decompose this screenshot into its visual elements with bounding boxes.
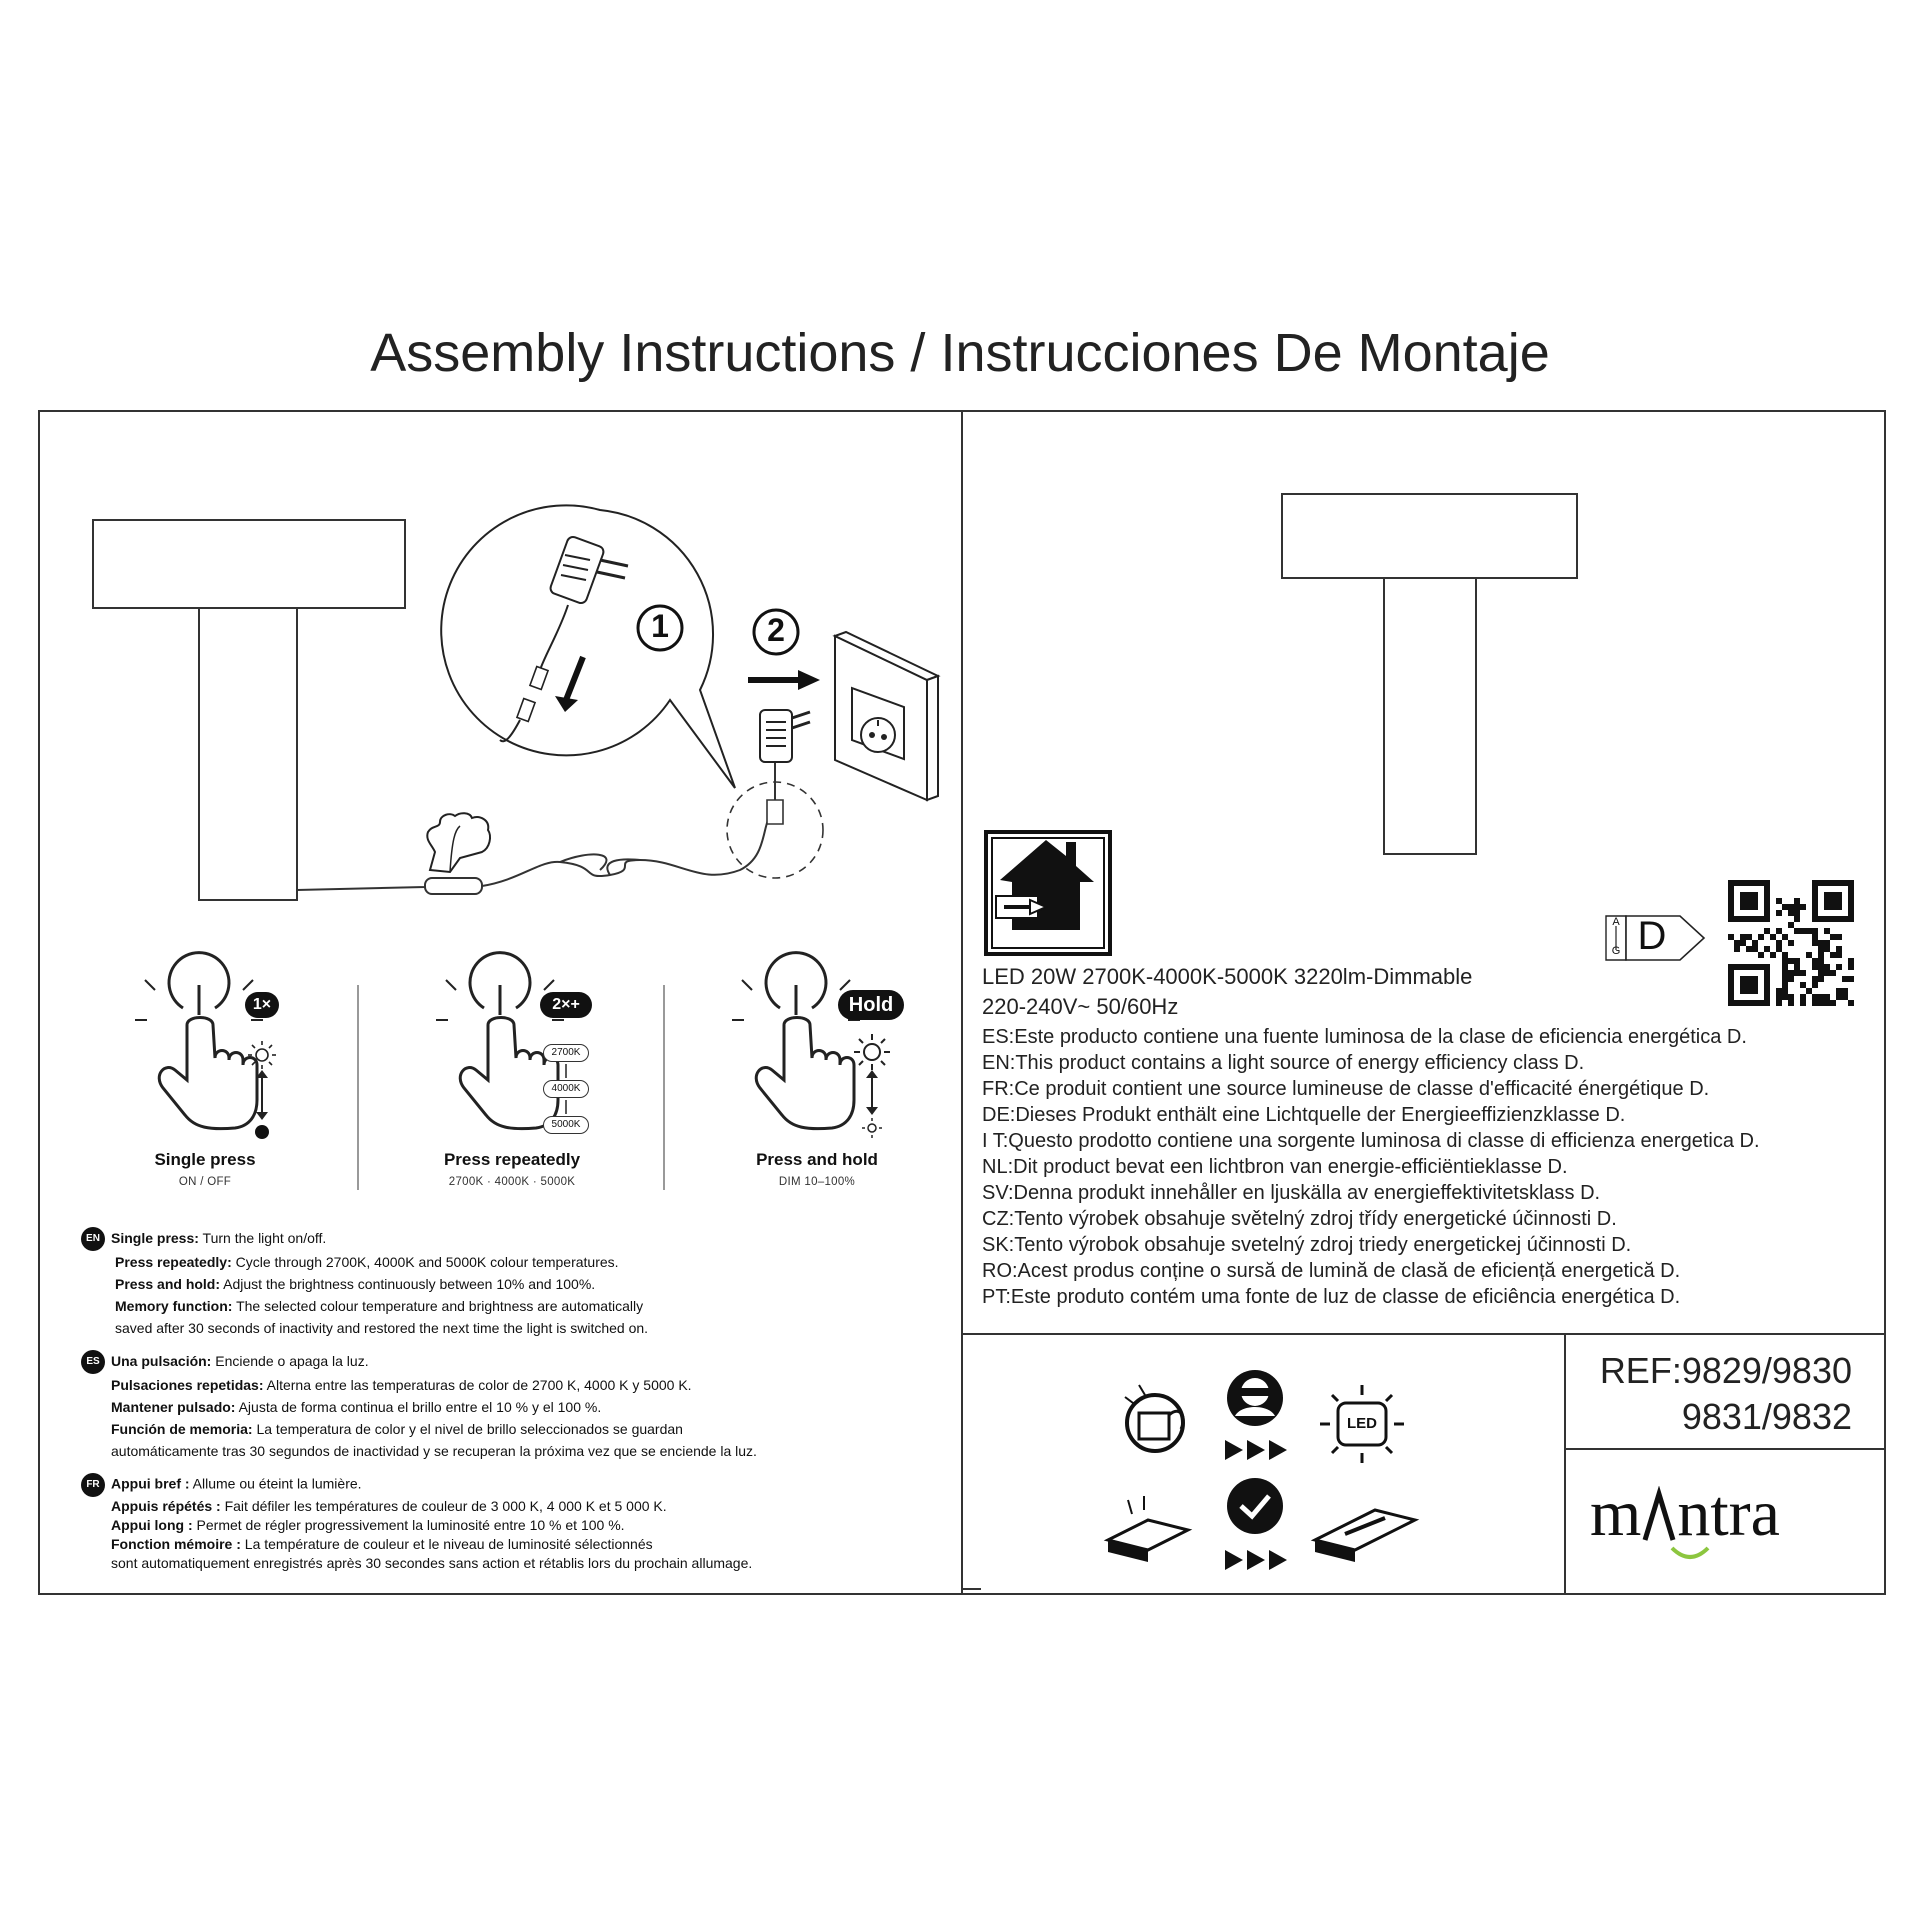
eye-protection-icon — [1225, 1370, 1287, 1460]
temp-chip-4000: 4000K — [543, 1080, 589, 1098]
hold-press-sub: DIM 10–100% — [778, 1176, 856, 1188]
brand-divider — [1564, 1448, 1886, 1450]
finger-press-icon — [427, 813, 490, 872]
frame-notch — [961, 1588, 981, 1590]
page-title: Assembly Instructions / Instrucciones De… — [370, 323, 1550, 383]
driver-unit-icon — [1315, 1510, 1415, 1562]
lang-badge-en: EN — [81, 1227, 105, 1252]
indoor-use-icon — [986, 832, 1110, 954]
repeat-press-label: Press repeatedly — [443, 1150, 581, 1169]
lamp-body-left — [199, 608, 297, 900]
single-press-label: Single press — [154, 1150, 256, 1169]
energy-statement-it: I T:Questo prodotto contiene una sorgent… — [982, 1130, 1760, 1152]
energy-statement-sv: SV:Denna produkt innehåller en ljuskälla… — [982, 1182, 1601, 1204]
lang-badge-fr: FR — [81, 1473, 105, 1497]
energy-class-value: D — [1637, 914, 1667, 958]
lamp-head-right — [1282, 494, 1577, 578]
led-icon-text: LED — [1347, 1415, 1377, 1432]
energy-scale-bottom: G — [1611, 945, 1621, 957]
connector-icon — [1108, 1496, 1188, 1562]
energy-statement-sk: SK:Tento výrobok obsahuje svetelný zdroj… — [982, 1234, 1632, 1256]
repeat-press-badge: 2×+ — [540, 992, 592, 1018]
energy-statement-de: DE:Dieses Produkt enthält eine Lichtquel… — [982, 1104, 1626, 1126]
off-dot-icon — [255, 1125, 269, 1139]
step-2-number: 2 — [767, 612, 785, 648]
spec-line-1: LED 20W 2700K-4000K-5000K 3220lm-Dimmabl… — [982, 964, 1473, 989]
ref-line-2: 9831/9832 — [1681, 1396, 1852, 1437]
energy-class-label — [1606, 916, 1704, 960]
hand-press-icon-3 — [732, 953, 860, 1129]
energy-statement-cz: CZ:Tento výrobek obsahuje světelný zdroj… — [982, 1208, 1617, 1230]
temp-chip-5000: 5000K — [543, 1116, 589, 1134]
brand-smile — [1672, 1548, 1708, 1557]
qr-code-icon — [1728, 880, 1854, 1006]
lamp-body-right — [1384, 578, 1476, 854]
info-divider — [961, 1333, 1886, 1335]
hold-press-badge: Hold — [838, 990, 904, 1020]
energy-statement-pt: PT:Este produto contém uma fonte de luz … — [982, 1286, 1681, 1308]
wall-outlet — [835, 632, 938, 800]
spec-line-2: 220-240V~ 50/60Hz — [982, 994, 1179, 1019]
energy-statement-ro: RO:Acest produs conține o sursă de lumin… — [982, 1260, 1681, 1282]
energy-statement-en: EN:This product contains a light source … — [982, 1052, 1585, 1074]
energy-statement-fr: FR:Ce produit contient une source lumine… — [982, 1078, 1710, 1100]
hold-press-label: Press and hold — [756, 1150, 878, 1169]
lang-badge-es: ES — [81, 1350, 105, 1375]
temp-chip-2700: 2700K — [543, 1044, 589, 1062]
center-divider — [961, 410, 963, 1595]
brand-logo-end: ntra — [1677, 1477, 1780, 1550]
step-1-number: 1 — [651, 608, 669, 644]
ref-line-1: REF:9829/9830 — [1599, 1350, 1852, 1391]
energy-scale-top: A — [1612, 916, 1620, 928]
sun-icon — [248, 1041, 276, 1069]
check-ok-icon — [1225, 1478, 1287, 1570]
repeat-press-sub: 2700K · 4000K · 5000K — [448, 1176, 576, 1188]
ref-divider — [1564, 1333, 1566, 1595]
single-press-badge: 1× — [245, 992, 279, 1018]
inline-switch — [425, 878, 482, 894]
dim-sun-icon — [862, 1118, 882, 1138]
energy-statement-es: ES:Este producto contiene una fuente lum… — [982, 1026, 1747, 1048]
no-recycle-bin-icon — [1125, 1385, 1183, 1451]
single-press-sub: ON / OFF — [178, 1176, 232, 1188]
led-light-icon — [1320, 1385, 1404, 1463]
zoom-bubble — [441, 505, 735, 788]
power-adapter — [760, 710, 810, 762]
bright-sun-icon — [854, 1034, 890, 1070]
energy-statement-nl: NL:Dit product bevat een lichtbron van e… — [982, 1156, 1568, 1178]
brand-logo-start: m — [1590, 1477, 1642, 1550]
adapter-detail — [500, 535, 628, 741]
hand-press-icon-1 — [135, 953, 263, 1129]
